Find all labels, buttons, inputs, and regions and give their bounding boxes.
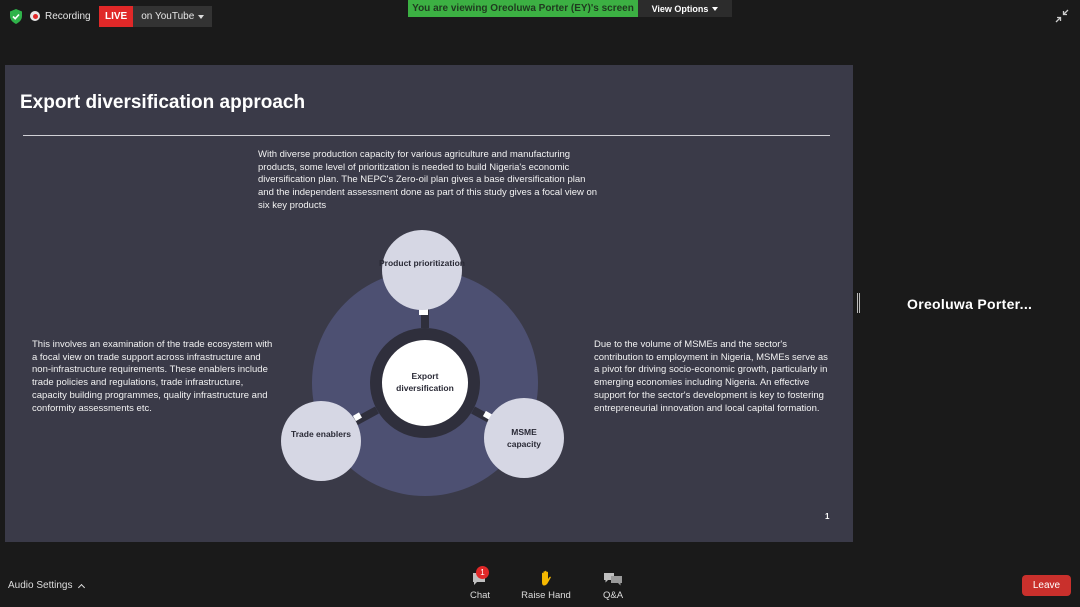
shield-icon[interactable]: [9, 9, 23, 24]
qa-icon: [604, 573, 622, 586]
chevron-up-icon: [77, 583, 85, 591]
recording-icon: [30, 11, 40, 21]
recording-label: Recording: [45, 10, 91, 22]
left-node-label: Trade enablers: [291, 429, 352, 439]
right-description: Due to the volume of MSMEs and the secto…: [594, 339, 828, 414]
audio-settings-label: Audio Settings: [8, 580, 73, 591]
connector-top-marker: [419, 308, 428, 315]
audio-settings-button[interactable]: Audio Settings: [8, 580, 85, 591]
live-stream-control[interactable]: LIVE on YouTube: [99, 6, 213, 27]
right-node-label: MSME capacity: [506, 427, 542, 449]
panel-resize-handle[interactable]: [857, 293, 860, 313]
raise-hand-button[interactable]: Raise Hand: [518, 569, 574, 601]
live-badge: LIVE: [99, 6, 134, 27]
stream-target-dropdown[interactable]: on YouTube: [133, 6, 213, 27]
view-options-button[interactable]: View Options: [638, 0, 732, 17]
left-node: [281, 401, 361, 481]
connector-left: [353, 406, 379, 426]
qa-label: Q&A: [602, 590, 624, 601]
exit-fullscreen-icon[interactable]: [1055, 9, 1069, 23]
meeting-top-bar: Recording LIVE on YouTube You are viewin…: [0, 0, 1080, 32]
viewing-banner: You are viewing Oreoluwa Porter (EY)'s s…: [408, 0, 638, 17]
center-node: [382, 340, 468, 426]
leave-button[interactable]: Leave: [1022, 575, 1071, 596]
slide-title: Export diversification approach: [20, 92, 306, 113]
top-node: [382, 230, 462, 310]
slide-page-number: 1: [825, 512, 830, 521]
chat-button[interactable]: 1 Chat: [465, 566, 495, 601]
right-node: [484, 398, 564, 478]
diversification-diagram: [281, 230, 564, 496]
chat-label: Chat: [469, 590, 491, 601]
recording-indicator[interactable]: Recording: [30, 6, 91, 26]
chevron-down-icon: [712, 6, 719, 11]
stream-target-label: on YouTube: [141, 11, 195, 22]
participant-name[interactable]: Oreoluwa Porter...: [907, 296, 1033, 312]
view-options-label: View Options: [651, 3, 709, 14]
top-node-label: Product prioritization: [379, 258, 465, 268]
left-description: This involves an examination of the trad…: [32, 339, 273, 414]
raise-hand-icon: [542, 570, 551, 586]
chevron-down-icon: [198, 14, 205, 19]
raise-hand-label: Raise Hand: [521, 590, 571, 601]
shared-screen-slide: Export diversification approach With div…: [5, 65, 853, 542]
center-node-label: Export diversification: [396, 371, 454, 393]
qa-button[interactable]: Q&A: [598, 569, 628, 601]
chat-unread-badge: 1: [476, 566, 489, 579]
connector-left-marker: [352, 412, 362, 422]
title-divider: [23, 135, 830, 136]
top-description: With diverse production capacity for var…: [258, 149, 598, 211]
